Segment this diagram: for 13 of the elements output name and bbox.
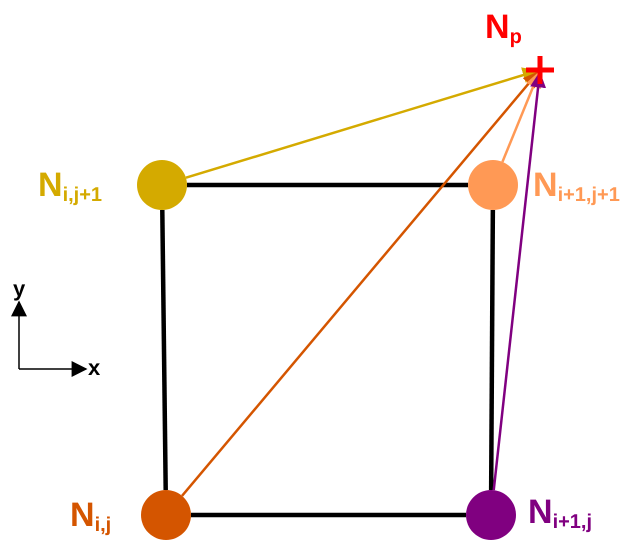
node-label: N$_{i,j+1}$ [38,168,102,205]
node-label: N$_{i+1,j+1}$ [533,168,620,205]
line [187,182,468,188]
arrow [501,71,541,162]
node-label: N$_{i,j}$ [70,498,112,535]
line [488,210,496,490]
axis-label: x [88,357,100,379]
node-label: N$_{p}$ [485,10,522,47]
line [191,512,466,518]
line [160,210,168,490]
node-label: N$_{i+1,j}$ [528,495,592,532]
arrow [181,71,540,497]
axis-label: y [13,278,26,300]
